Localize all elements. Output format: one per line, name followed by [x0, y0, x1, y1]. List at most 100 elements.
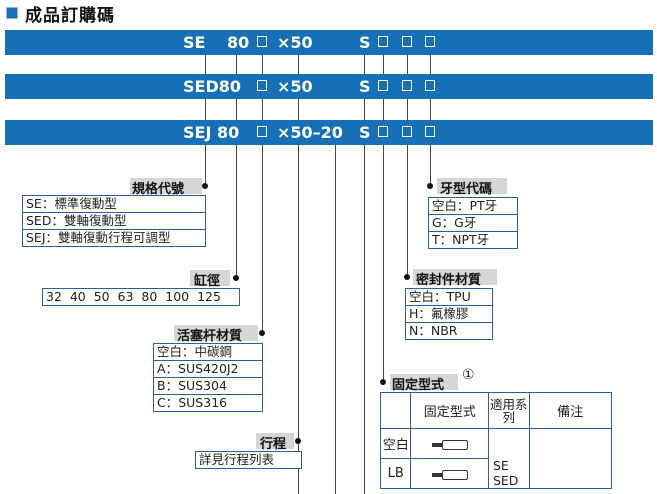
spec-title: 規格代號 — [132, 182, 185, 197]
seal-row: N：NBR — [406, 322, 492, 339]
connector-line — [364, 55, 365, 74]
mount-remark — [528, 428, 613, 489]
bullet-dot — [295, 438, 301, 444]
spec-row: SE：標準復動型 — [26, 196, 117, 211]
bullet-dot — [233, 275, 239, 281]
leader-line-rod — [262, 145, 263, 334]
connector-line — [407, 55, 408, 74]
code-placeholder-box — [378, 36, 388, 47]
seal-row: 空白：TPU — [409, 289, 471, 304]
connector-line — [262, 55, 263, 74]
connector-line — [430, 55, 431, 74]
footnote-marker: ① — [462, 367, 475, 383]
code-sej-prefix: SEJ 80 — [183, 123, 240, 142]
code-sed-s: S — [359, 77, 371, 96]
connector-line — [383, 99, 384, 120]
label-shade — [174, 325, 258, 341]
thread-title: 牙型代碼 — [440, 182, 493, 197]
leader-line-thread — [430, 145, 431, 186]
code-band-se: SE 80 ×50 S — [5, 30, 653, 55]
spec-list: SE：標準復動型 SED：雙軸復動型 SEJ：雙軸復動行程可調型 — [22, 195, 206, 247]
mount-header-remark: 備注 — [528, 392, 613, 429]
cylinder-icon — [431, 469, 468, 481]
leader-line-spec — [205, 145, 206, 186]
mount-drawing — [410, 458, 489, 489]
mount-series: SE SED — [487, 428, 530, 489]
code-band-sed: SED80 ×50 S — [5, 74, 653, 99]
code-placeholder-box — [402, 36, 412, 47]
code-band-sej: SEJ 80 ×50–20 S — [5, 120, 653, 145]
thread-list: 空白：PT牙 G：G牙 T：NPT牙 — [428, 197, 518, 249]
stroke-title: 行程 — [260, 437, 287, 452]
connector-line — [262, 99, 263, 120]
rod-material-list: 空白：中碳鋼 A：SUS420J2 B：SUS304 C：SUS316 — [153, 343, 263, 412]
thread-row: T：NPT牙 — [429, 231, 517, 248]
mount-code: 空白 — [379, 428, 412, 459]
page-title: 成品訂購碼 — [25, 5, 115, 26]
bore-values: 32 40 50 63 80 100 125 — [46, 289, 221, 304]
thread-row: G：G牙 — [429, 214, 517, 231]
stroke-note-box: 詳見行程列表 — [195, 451, 302, 469]
rod-material-row: 空白：中碳鋼 — [157, 344, 233, 359]
code-placeholder-box — [378, 80, 388, 91]
mount-title: 固定型式 — [392, 378, 445, 393]
code-placeholder-box — [425, 80, 435, 91]
leader-line-s — [364, 145, 365, 494]
mount-header-series: 適用系列 — [487, 392, 530, 429]
bullet-dot — [427, 183, 433, 189]
code-sej-stroke: ×50–20 — [277, 123, 343, 142]
label-shade — [413, 269, 497, 285]
code-placeholder-box — [257, 80, 267, 91]
bullet-dot — [380, 379, 386, 385]
bullet-dot — [404, 274, 410, 280]
spec-row: SEJ：雙軸復動行程可調型 — [23, 229, 205, 246]
cylinder-icon — [431, 439, 468, 451]
connector-line — [298, 55, 299, 74]
code-se-s: S — [359, 33, 371, 52]
mount-header-type: 固定型式 — [410, 392, 489, 429]
rod-material-row: A：SUS420J2 — [154, 360, 262, 377]
label-shade — [437, 178, 507, 194]
code-placeholder-box — [402, 126, 412, 137]
code-se-stroke: ×50 — [277, 33, 313, 52]
code-sej-s: S — [359, 123, 371, 142]
connector-line — [298, 99, 299, 120]
spec-row: SED：雙軸復動型 — [23, 212, 205, 229]
bullet-dot — [202, 183, 208, 189]
connector-line — [383, 55, 384, 74]
rod-material-row: C：SUS316 — [154, 394, 262, 411]
connector-line — [407, 99, 408, 120]
connector-line — [364, 99, 365, 120]
leader-line-mount — [383, 145, 384, 380]
square-bullet-icon — [6, 7, 18, 19]
bullet-dot — [259, 330, 265, 336]
connector-line — [236, 99, 237, 120]
label-shade — [390, 374, 458, 390]
code-sed-prefix: SED80 — [183, 77, 241, 96]
code-placeholder-box — [378, 126, 388, 137]
leader-line-stroke — [298, 145, 299, 494]
code-placeholder-box — [425, 36, 435, 47]
leader-line-adjust — [335, 145, 336, 494]
leader-line-bore — [236, 145, 237, 276]
label-shade — [130, 178, 202, 194]
section-title: 成品訂購碼 — [6, 0, 115, 26]
code-se-prefix: SE — [183, 33, 206, 52]
code-sed-stroke: ×50 — [277, 77, 313, 96]
label-shade — [256, 433, 294, 449]
leader-line-seal — [407, 145, 408, 277]
mount-drawing — [410, 428, 489, 459]
mount-table: 固定型式 適用系列 備注 空白 SE SED LB — [379, 392, 613, 489]
code-placeholder-box — [257, 126, 267, 137]
bore-list: 32 40 50 63 80 100 125 — [42, 288, 240, 306]
code-placeholder-box — [402, 80, 412, 91]
connector-line — [236, 55, 237, 74]
code-placeholder-box — [425, 126, 435, 137]
stroke-note: 詳見行程列表 — [199, 452, 275, 467]
code-se-bore: 80 — [227, 33, 250, 52]
bore-title: 缸徑 — [194, 274, 221, 289]
mount-header-blank — [379, 392, 412, 429]
seal-list: 空白：TPU H：氟橡膠 N：NBR — [405, 288, 493, 340]
rod-material-title: 活塞杆材質 — [177, 329, 243, 344]
connector-line — [430, 99, 431, 120]
